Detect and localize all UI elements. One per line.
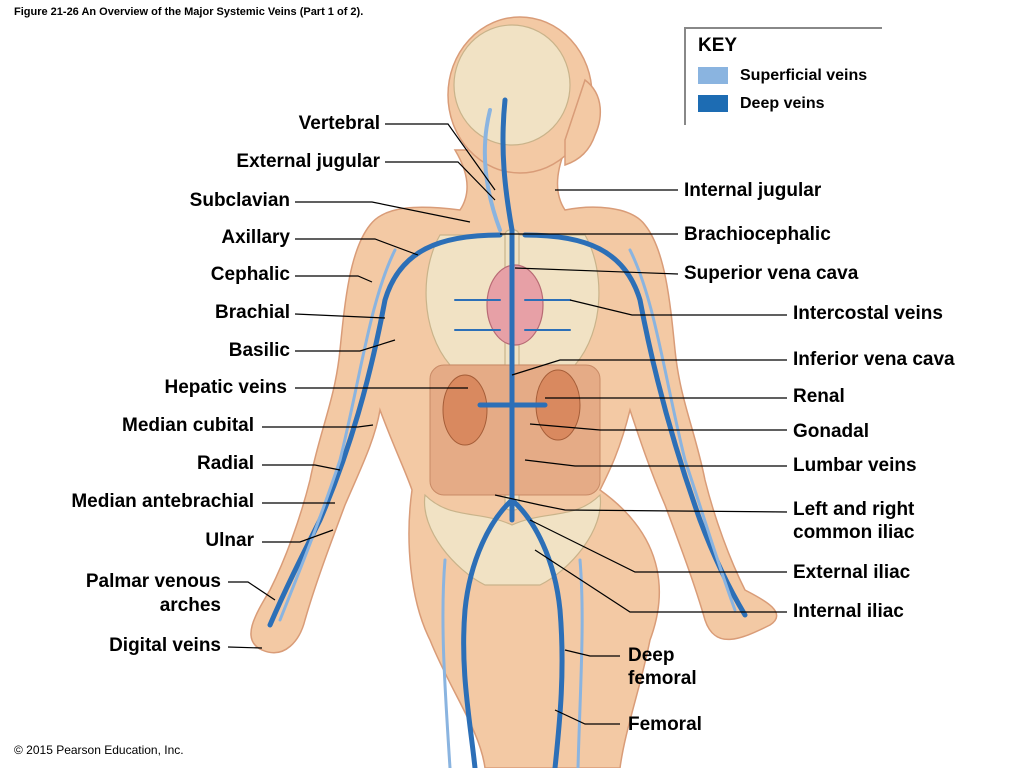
- leader-digital: [227, 646, 263, 649]
- leader-femoral: [554, 709, 620, 725]
- internal-jugular: [500, 97, 515, 233]
- left-leg-vein: [461, 497, 515, 768]
- label-internal-jugular: Internal jugular: [684, 180, 822, 201]
- label-subclavian: Subclavian: [189, 190, 290, 211]
- key-label-deep: Deep veins: [740, 95, 825, 112]
- label-palmar-venous: Palmar venous: [85, 571, 221, 592]
- leader-lines: [227, 123, 788, 725]
- pelvis: [423, 493, 602, 586]
- right-leg-superficial: [576, 558, 584, 768]
- leader-subclavian: [295, 201, 471, 223]
- legend-key: KEY Superficial veins Deep veins: [684, 27, 882, 125]
- label-cephalic: Cephalic: [210, 264, 290, 285]
- left-leg-superficial: [441, 558, 452, 768]
- skull: [453, 24, 571, 146]
- label-lumbar-veins: Lumbar veins: [793, 455, 917, 476]
- leader-vertebral: [385, 123, 496, 191]
- leader-svc: [514, 267, 679, 275]
- label-digital-veins: Digital veins: [109, 635, 221, 656]
- label-ulnar: Ulnar: [205, 530, 254, 551]
- label-median-cubital: Median cubital: [122, 415, 254, 436]
- key-label-superficial: Superficial veins: [740, 67, 868, 84]
- external-jugular: [482, 108, 502, 232]
- key-title: KEY: [698, 35, 738, 56]
- label-brachial: Brachial: [215, 302, 290, 323]
- leader-axillary: [295, 238, 419, 256]
- left-kidney: [442, 374, 488, 446]
- leader-median-cubital: [262, 424, 374, 428]
- label-external-iliac: External iliac: [793, 562, 911, 583]
- left-arm-vein: [267, 232, 503, 628]
- leader-deep-femoral: [564, 649, 620, 657]
- label-superior-vena-cava: Superior vena cava: [684, 263, 859, 284]
- left-arm-superficial: [278, 248, 397, 622]
- right-arm-superficial: [628, 248, 737, 612]
- label-left-and-right: Left and right: [793, 499, 915, 520]
- leader-brachial: [294, 313, 386, 319]
- face-profile: [564, 78, 602, 167]
- leader-lumbar: [524, 459, 787, 467]
- label-hepatic-veins: Hepatic veins: [164, 377, 288, 398]
- label-internal-iliac: Internal iliac: [793, 601, 904, 622]
- leader-internal-iliac: [534, 549, 787, 613]
- leader-common-iliac: [494, 494, 788, 513]
- label-external-jugular: External jugular: [236, 151, 380, 172]
- leader-external-iliac: [529, 519, 787, 573]
- leader-cephalic: [295, 275, 373, 283]
- label-deep: Deep: [628, 645, 675, 666]
- organs: [429, 264, 601, 496]
- leader-palmar: [228, 581, 276, 601]
- label-vertebral: Vertebral: [298, 113, 380, 134]
- label-femoral-deep: femoral: [628, 668, 697, 689]
- leader-basilic: [295, 339, 396, 352]
- label-axillary: Axillary: [221, 227, 290, 248]
- leader-gonadal: [529, 423, 787, 431]
- label-radial: Radial: [196, 453, 254, 474]
- leader-ulnar: [262, 529, 334, 543]
- label-femoral: Femoral: [628, 714, 702, 735]
- label-gonadal: Gonadal: [793, 421, 870, 442]
- copyright: © 2015 Pearson Education, Inc.: [14, 743, 184, 757]
- label-renal: Renal: [793, 386, 845, 407]
- label-median-antebrachial: Median antebrachial: [71, 491, 254, 512]
- heart: [486, 264, 544, 346]
- label-inferior-vena-cava: Inferior vena cava: [793, 349, 955, 370]
- superficial-swatch: [698, 67, 728, 84]
- leader-intercostal: [569, 299, 787, 316]
- right-leg-vein: [509, 497, 565, 768]
- figure-caption: Figure 21-26 An Overview of the Major Sy…: [14, 6, 364, 18]
- label-brachiocephalic: Brachiocephalic: [684, 224, 831, 245]
- label-common-iliac: common iliac: [793, 522, 915, 543]
- leader-radial: [262, 464, 341, 471]
- label-arches: arches: [159, 595, 221, 616]
- deep-swatch: [698, 95, 728, 112]
- intercostal-veins: [454, 299, 571, 331]
- label-basilic: Basilic: [228, 340, 290, 361]
- label-intercostal-veins: Intercostal veins: [793, 303, 943, 324]
- leader-external-jugular: [385, 161, 496, 201]
- leader-ivc: [511, 359, 787, 376]
